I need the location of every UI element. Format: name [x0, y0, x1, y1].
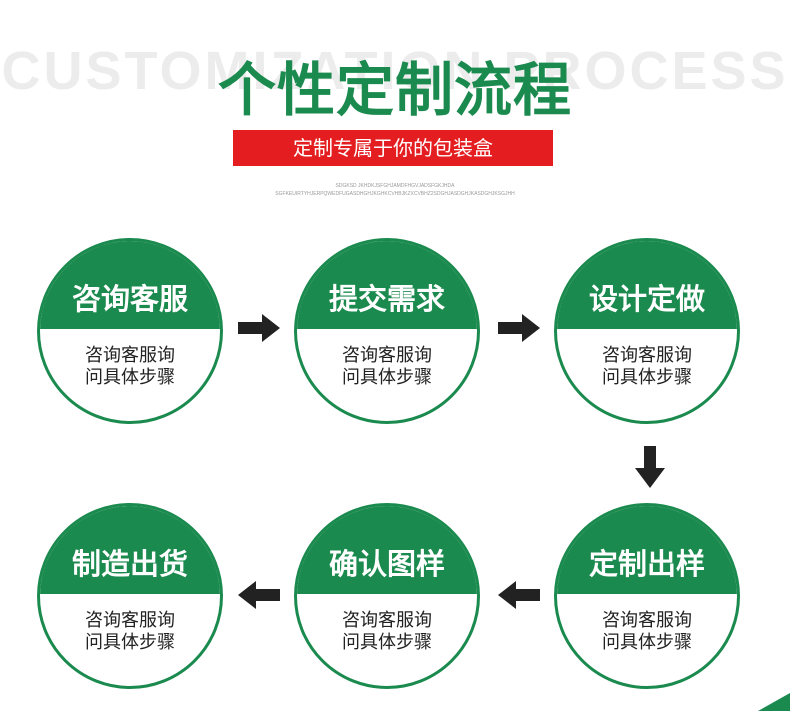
step-description: 咨询客服询 问具体步骤 — [297, 610, 477, 654]
step-description-line: 问具体步骤 — [85, 632, 175, 653]
corner-decoration — [758, 693, 790, 711]
step-title: 确认图样 — [328, 547, 445, 581]
decorative-small-text-2: SGFKEUIRTYHJERPQWEDFUGASDHGHJKGHKCVHBJKZ… — [275, 191, 515, 197]
arrow-down-icon — [635, 446, 665, 488]
arrow-right-icon — [498, 314, 540, 342]
page-title: 个性定制流程 — [217, 56, 572, 124]
step-consult-service: 咨询客服 咨询客服询 问具体步骤 — [37, 238, 223, 424]
arrow-right-icon — [238, 314, 280, 342]
step-description-line: 问具体步骤 — [342, 632, 432, 653]
step-header-band — [40, 241, 220, 329]
step-description-line: 咨询客服询 — [85, 345, 175, 366]
step-header-band — [40, 506, 220, 594]
step-description: 咨询客服询 问具体步骤 — [557, 345, 737, 389]
step-title: 提交需求 — [328, 282, 445, 316]
step-manufacture-ship: 制造出货 咨询客服询 问具体步骤 — [37, 503, 223, 689]
step-custom-design: 设计定做 咨询客服询 问具体步骤 — [554, 238, 740, 424]
arrow-left-icon — [498, 581, 540, 609]
step-header-band — [557, 506, 737, 594]
step-description-line: 咨询客服询 — [602, 610, 692, 631]
step-description-line: 问具体步骤 — [602, 632, 692, 653]
step-confirm-sample: 确认图样 咨询客服询 问具体步骤 — [294, 503, 480, 689]
step-description-line: 咨询客服询 — [85, 610, 175, 631]
step-description-line: 问具体步骤 — [342, 367, 432, 388]
step-submit-requirements: 提交需求 咨询客服询 问具体步骤 — [294, 238, 480, 424]
step-title: 定制出样 — [588, 547, 705, 581]
step-description: 咨询客服询 问具体步骤 — [40, 345, 220, 389]
decorative-small-text-1: SDGKSD JKHDKJSFGHJAMDFHGVJADSFGKJHDA — [335, 183, 455, 189]
step-make-sample: 定制出样 咨询客服询 问具体步骤 — [554, 503, 740, 689]
step-header-band — [297, 241, 477, 329]
step-description-line: 问具体步骤 — [602, 367, 692, 388]
step-description: 咨询客服询 问具体步骤 — [40, 610, 220, 654]
step-title: 制造出货 — [71, 547, 188, 581]
step-header-band — [297, 506, 477, 594]
step-description-line: 咨询客服询 — [342, 345, 432, 366]
step-description-line: 问具体步骤 — [85, 367, 175, 388]
background-watermark-text: CUSTOMIZATION PROCESS — [1, 41, 789, 101]
step-description-line: 咨询客服询 — [602, 345, 692, 366]
subtitle-banner: 定制专属于你的包装盒 — [233, 130, 553, 166]
step-description: 咨询客服询 问具体步骤 — [557, 610, 737, 654]
step-description-line: 咨询客服询 — [342, 610, 432, 631]
step-description: 咨询客服询 问具体步骤 — [297, 345, 477, 389]
step-header-band — [557, 241, 737, 329]
step-title: 设计定做 — [588, 282, 705, 316]
arrow-left-icon — [238, 581, 280, 609]
step-title: 咨询客服 — [71, 282, 188, 316]
